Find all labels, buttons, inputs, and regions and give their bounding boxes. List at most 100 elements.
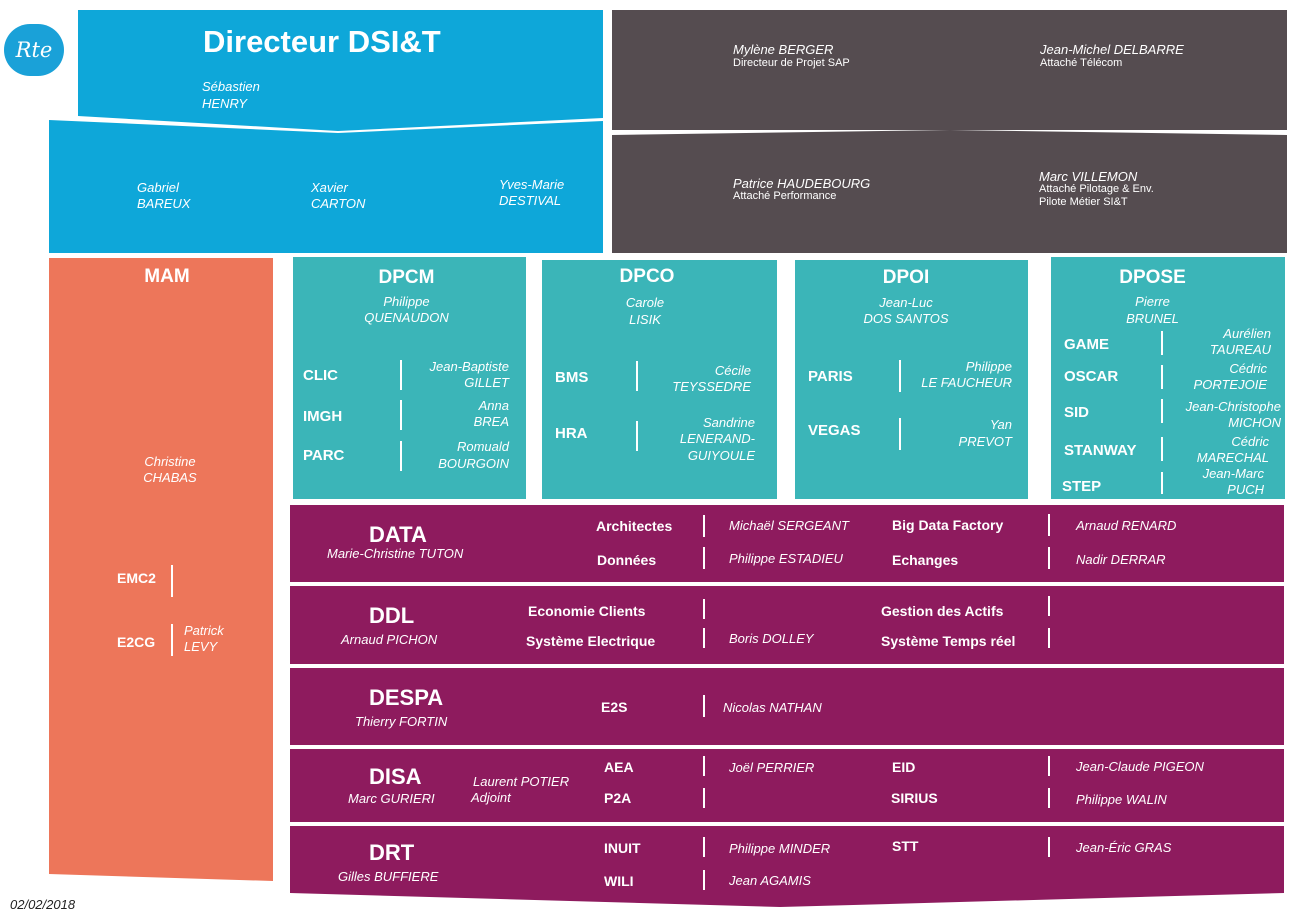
director-name-first: Sébastien [202,79,260,94]
dpose-unit-game: GAME [1064,336,1109,353]
data-box [290,505,1284,582]
dpoi-vegas-separator [899,418,901,450]
drt-inuit-name: Philippe MINDER [729,841,831,856]
dpose-oscar-last: PORTEJOIE [1193,377,1267,392]
dpose-head-first: Pierre [1135,294,1170,309]
dpose-stanway-last: MARECHAL [1196,450,1269,465]
mam-unit-emc2: EMC2 [117,570,156,586]
drt-stt-name: Jean-Éric GRAS [1076,840,1172,855]
dpco-hra-separator [636,421,638,451]
dpcm-clic-first: Jean-Baptiste [429,359,510,374]
deputy-2-last: CARTON [311,196,366,211]
dpose-stanway-separator [1161,437,1163,461]
dpcm-parc-separator [400,441,402,471]
dpcm-title: DPCM [378,267,435,288]
dpose-oscar-separator [1161,365,1163,389]
staff-top-banner-shape [612,10,1287,130]
dpoi-vegas-first: Yan [989,417,1012,432]
ddl-unit-gestion: Gestion des Actifs [881,603,1004,619]
deputy-1-first: Gabriel [137,180,179,195]
dpcm-head-first: Philippe [383,294,430,309]
dpcm-clic-last: GILLET [464,375,509,390]
dpcm-unit-clic: CLIC [303,367,338,384]
mam-head-first: Christine [144,454,196,469]
dpose-unit-oscar: OSCAR [1064,368,1119,385]
despa-title: DESPA [369,685,444,710]
dpose-box [1051,257,1285,499]
staff-berger-name: Mylène BERGER [733,42,834,57]
dpco-hra-last: GUIYOULE [687,448,755,463]
drt-unit-stt: STT [892,838,919,854]
despa-head: Thierry FORTIN [355,714,448,729]
dpose-step-first: Jean-Marc [1202,466,1264,481]
disa-unit-sirius: SIRIUS [891,790,938,806]
mam-head-last: CHABAS [143,470,197,485]
dpco-bms-last: TEYSSEDRE [672,379,751,394]
disa-adjoint-role: Adjoint [471,790,511,805]
drt-unit-wili: WILI [604,873,634,889]
dpco-hra-first: Sandrine [702,415,755,430]
disa-adjoint-name: Laurent POTIER [473,774,570,789]
disa-eid-separator [1048,756,1050,776]
drt-title: DRT [369,840,415,865]
dpcm-unit-imgh: IMGH [303,408,343,425]
disa-unit-aea: AEA [604,759,634,775]
ddl-box [290,586,1284,664]
dpose-game-first: Aurélien [1223,326,1271,341]
disa-p2a-separator [703,788,705,808]
staff-delbarre-role: Attaché Télécom [1040,57,1123,69]
mam-emc2-separator [171,565,173,597]
dpose-title: DPOSE [1119,267,1186,288]
disa-aea-separator [703,756,705,776]
dpose-sid-separator [1161,399,1163,423]
despa-e2s-separator [703,695,705,717]
data-title: DATA [369,522,427,547]
staff-villemon-role: Attaché Pilotage & Env. [1039,183,1154,195]
data-architectes-separator [703,515,705,537]
dpoi-paris-separator [899,360,901,392]
disa-sirius-separator [1048,788,1050,808]
disa-unit-eid: EID [892,759,916,775]
dpco-bms-separator [636,361,638,391]
staff-delbarre-name: Jean-Michel DELBARRE [1040,42,1184,57]
dpoi-paris-first: Philippe [965,359,1012,374]
drt-head: Gilles BUFFIERE [338,869,439,884]
drt-stt-separator [1048,837,1050,857]
dpcm-parc-first: Romuald [456,439,509,454]
deputy-3-first: Yves-Marie [499,177,565,192]
dpco-head-first: Carole [625,295,665,310]
director-banner-shape [78,10,603,131]
dpcm-box [293,257,526,499]
data-unit-architectes: Architectes [596,518,673,534]
staff-haudebourg-name: Patrice HAUDEBOURG [733,176,871,191]
drt-inuit-separator [703,837,705,857]
dpose-sid-last: MICHON [1228,415,1281,430]
despa-unit-e2s: E2S [601,699,628,715]
deputy-1-last: BAREUX [137,196,191,211]
dpose-oscar-first: Cédric [1229,361,1267,376]
dpose-step-separator [1161,472,1163,494]
dpcm-clic-separator [400,360,402,390]
data-architectes-name: Michaël SERGEANT [729,518,849,533]
drt-wili-separator [703,870,705,890]
ddl-unit-systeme-temps-reel: Système Temps réel [881,633,1016,649]
dpose-stanway-first: Cédric [1231,434,1269,449]
dpoi-box [795,260,1028,499]
data-echanges-separator [1048,547,1050,569]
dpcm-parc-last: BOURGOIN [438,456,509,471]
rte-logo-text: Rte [15,38,53,62]
dpoi-unit-paris: PARIS [808,368,853,385]
disa-title: DISA [369,764,422,789]
dpose-step-last: PUCH [1227,482,1264,497]
data-echanges-name: Nadir DERRAR [1076,552,1166,567]
deputies-banner-shape [49,120,603,253]
mam-unit-e2cg: E2CG [117,634,156,650]
mam-e2cg-separator [171,624,173,656]
data-bigdata-name: Arnaud RENARD [1076,518,1177,533]
dpoi-head-first: Jean-Luc [879,295,933,310]
dpco-box [542,260,777,499]
dpco-unit-hra: HRA [555,425,588,442]
dpose-game-separator [1161,331,1163,355]
dpcm-imgh-last: BREA [473,414,509,429]
disa-sirius-name: Philippe WALIN [1076,792,1167,807]
